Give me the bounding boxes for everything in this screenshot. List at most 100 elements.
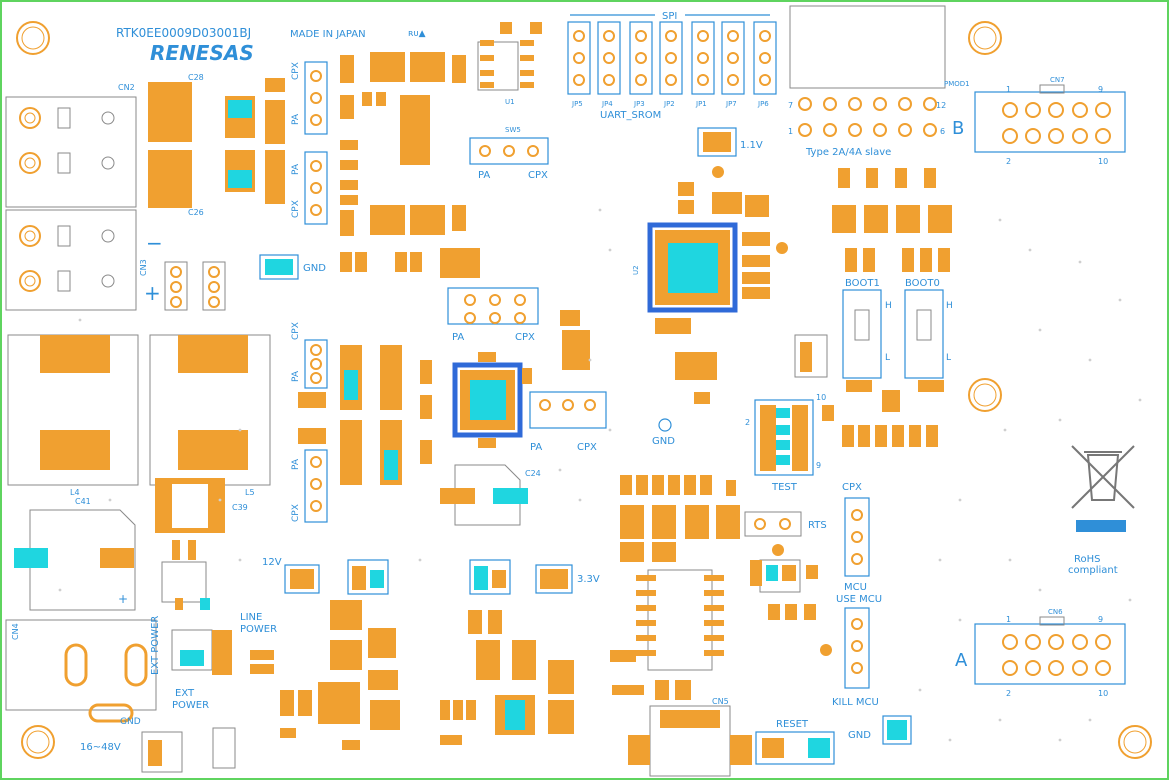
sw5-switch: PA CPX SW5 [469,126,549,181]
cn5-connector: CN5 [628,697,752,777]
boot1-label: BOOT1 [845,278,880,289]
capacitor-c26 [148,150,192,208]
cn1-test-connector: TEST 210 9 [745,393,826,493]
type-label: Type 2A/4A slave [805,147,891,158]
rts-label: RTS [808,520,827,531]
capacitor-c24: C24 [440,464,541,526]
uart-srom-label: UART_SROM [600,110,661,121]
spi-label: SPI [662,11,677,22]
jp10-jumper: CPX PA [291,322,328,389]
ic-u1: U1 [477,40,534,106]
kill-mcu-label: KILL MCU [832,697,879,708]
pmod-connector-outline [789,5,946,89]
svg-text:C41: C41 [75,497,91,506]
svg-text:PA: PA [291,113,301,125]
ic-u11 [636,569,724,671]
svg-text:L5: L5 [245,488,255,497]
svg-text:−: − [146,231,163,255]
svg-text:JP7: JP7 [725,100,737,108]
svg-text:2: 2 [1006,157,1011,166]
sw7-switch: USE MCU KILL MCU [832,594,882,708]
v12-label: 12V [262,557,282,568]
svg-text:CN2: CN2 [118,83,135,92]
sw5-cpx-label: CPX [528,170,548,181]
cn4-dc-jack: CN4 [5,619,157,723]
svg-text:10: 10 [816,393,826,402]
svg-text:JP5: JP5 [571,100,583,108]
jp12-jumper: CPX PA [291,61,328,135]
svg-text:C39: C39 [232,503,248,512]
svg-text:CPX: CPX [515,332,535,343]
gnd-label-mid: GND [652,436,675,447]
tp4-testpoint [535,564,573,594]
weee-symbol-icon [1071,445,1135,532]
svg-text:JP6: JP6 [757,100,769,108]
boot0-switch: BOOT0 H L [904,278,953,379]
svg-text:CPX: CPX [291,62,301,80]
svg-text:PA: PA [291,163,301,175]
svg-text:+: + [118,592,128,606]
sw3-switch: PA CPX [529,391,607,453]
jp11-jumper: PA CPX [291,151,328,225]
tp3-testpoint [284,564,320,594]
svg-text:L4: L4 [70,488,80,497]
boot0-label: BOOT0 [905,278,940,289]
gnd-label-tp1: GND [848,730,871,741]
inductor-l5: L5 [149,334,271,497]
svg-text:C24: C24 [525,469,541,478]
ic-u3 [452,362,523,438]
jp21-rts [744,511,802,537]
pmod-a-label: A [955,650,968,671]
capacitor-c28 [148,82,192,142]
cap-array [620,475,740,562]
svg-text:SW5: SW5 [505,126,521,134]
boot-resistors [832,168,952,447]
svg-text:CN5: CN5 [712,697,729,706]
svg-text:JP4: JP4 [601,100,613,108]
svg-text:10: 10 [1098,689,1108,698]
board-dots [58,208,1142,742]
svg-text:+: + [144,281,161,305]
tp1-gnd [882,715,912,745]
mcu-label: MCU [844,582,867,593]
svg-text:U1: U1 [505,98,515,106]
svg-text:1: 1 [1006,85,1011,94]
svg-text:PMOD1: PMOD1 [944,80,970,88]
svg-text:CN4: CN4 [11,623,20,640]
passive-components [298,52,480,485]
svg-text:PA: PA [530,442,542,453]
renesas-logo: RENESAS [150,41,254,65]
ul-mark: ʀᴜ▲ [408,29,426,39]
v11-label: 1.1V [740,140,763,151]
sw6-switch: CPX MCU [842,482,870,593]
mounting-holes [16,21,1152,759]
sw8-reset-button: RESET [755,719,835,765]
cn2-terminal: CN2 − + CN3 [5,83,163,311]
svg-text:PA: PA [291,458,301,470]
sw4-switch: PA CPX [447,287,539,343]
boot1-switch: BOOT1 H L [842,278,892,379]
part-number: RTK0EE0009D03001BJ [116,26,251,40]
svg-text:7: 7 [788,101,793,110]
svg-text:10: 10 [1098,157,1108,166]
svg-text:CN3: CN3 [139,259,148,276]
capacitor-c41: C41 + [14,497,136,611]
svg-text:U2: U2 [632,265,640,275]
svg-text:L: L [946,353,951,363]
svg-text:CN7: CN7 [1050,76,1065,84]
sw5-pa-label: PA [478,170,490,181]
svg-text:PA: PA [291,370,301,382]
svg-text:9: 9 [1098,615,1103,624]
cpx-label-sw6: CPX [842,482,862,493]
diode-d12 [161,561,207,603]
test-label: TEST [771,482,798,493]
made-in-label: MADE IN JAPAN [290,29,366,40]
svg-text:PA: PA [452,332,464,343]
